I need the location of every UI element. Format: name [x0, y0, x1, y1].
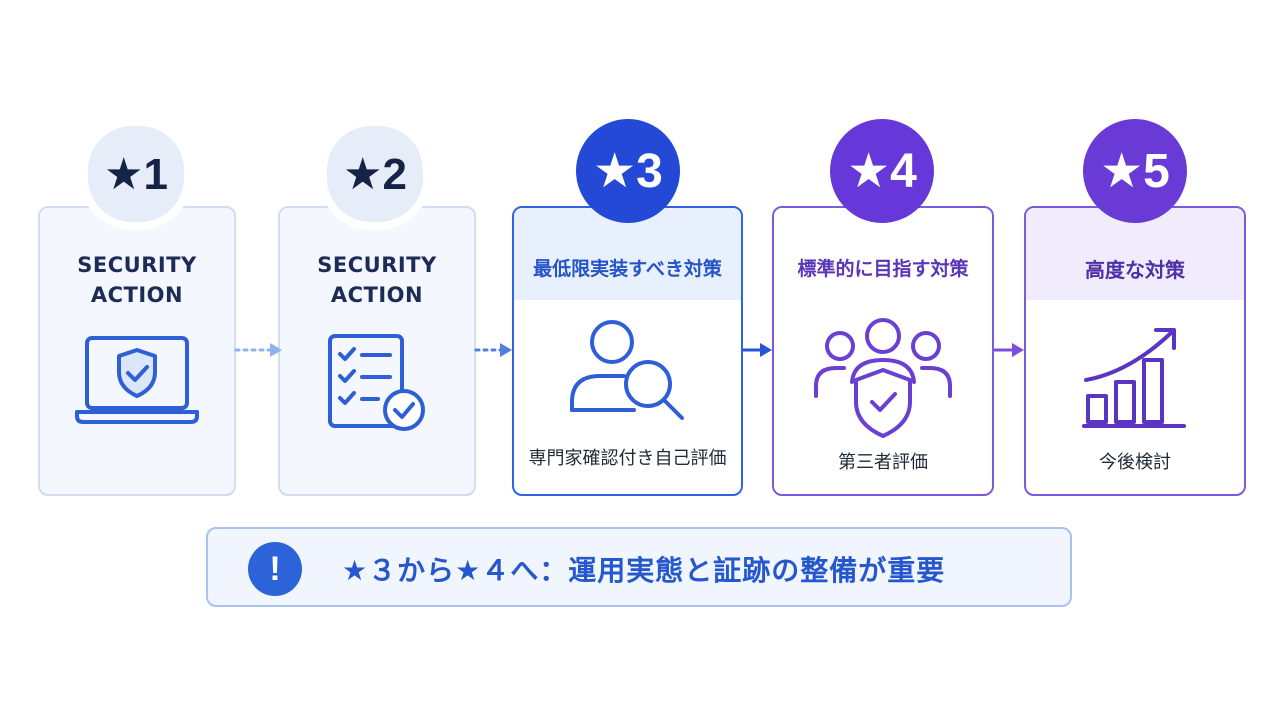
- level-3-badge: ★3: [576, 119, 680, 223]
- level-4-badge-label: ★4: [847, 145, 917, 198]
- key-point-banner: ! ★３から★４へ：運用実態と証跡の整備が重要: [206, 527, 1072, 607]
- connector-2-3: [474, 343, 512, 357]
- level-4-badge: ★4: [830, 119, 934, 223]
- connector-1-2: [234, 343, 282, 357]
- connector-3-4: [742, 343, 772, 357]
- key-point-text: ★３から★４へ：運用実態と証跡の整備が重要: [342, 554, 946, 587]
- level-4-caption: 第三者評価: [838, 452, 928, 473]
- checklist-icon: [322, 330, 432, 438]
- level-2-title-line-1: SECURITY: [317, 253, 437, 277]
- level-1-badge: ★1: [80, 118, 192, 230]
- level-1-card: SECURITY ACTION: [38, 206, 236, 496]
- connector-4-5: [994, 343, 1024, 357]
- level-2-title-line-2: ACTION: [330, 283, 424, 307]
- level-3-title: 最低限実装すべき対策: [533, 258, 722, 280]
- exclamation-icon: !: [248, 542, 302, 596]
- level-2-badge: ★2: [319, 118, 431, 230]
- growth-chart-icon: [1080, 322, 1190, 436]
- level-1-title-line-2: ACTION: [90, 283, 184, 307]
- level-2-card: SECURITY ACTION: [278, 206, 476, 496]
- level-4-header-band: [774, 208, 992, 300]
- level-3-card: 最低限実装すべき対策 専門家確認付き自己評価: [512, 206, 743, 496]
- level-1-title: SECURITY ACTION: [40, 250, 234, 310]
- level-2-badge-label: ★2: [343, 149, 407, 199]
- level-3-header-band: [514, 208, 741, 300]
- level-1-badge-label: ★1: [104, 149, 168, 199]
- level-5-card: 高度な対策 今後検討: [1024, 206, 1246, 496]
- level-5-badge-label: ★5: [1100, 145, 1170, 198]
- level-2-title: SECURITY ACTION: [280, 250, 474, 310]
- group-shield-icon: [808, 316, 958, 450]
- user-search-icon: [566, 318, 690, 432]
- level-3-badge-label: ★3: [593, 145, 663, 198]
- level-4-title: 標準的に目指す対策: [797, 258, 969, 280]
- laptop-shield-icon: [75, 332, 199, 436]
- level-5-caption: 今後検討: [1099, 452, 1171, 473]
- level-3-caption: 専門家確認付き自己評価: [528, 448, 727, 469]
- level-5-badge: ★5: [1083, 119, 1187, 223]
- level-1-title-line-1: SECURITY: [77, 253, 197, 277]
- level-5-header-band: [1026, 208, 1244, 300]
- level-5-title: 高度な対策: [1085, 258, 1185, 282]
- level-4-card: 標準的に目指す対策 第三者評価: [772, 206, 994, 496]
